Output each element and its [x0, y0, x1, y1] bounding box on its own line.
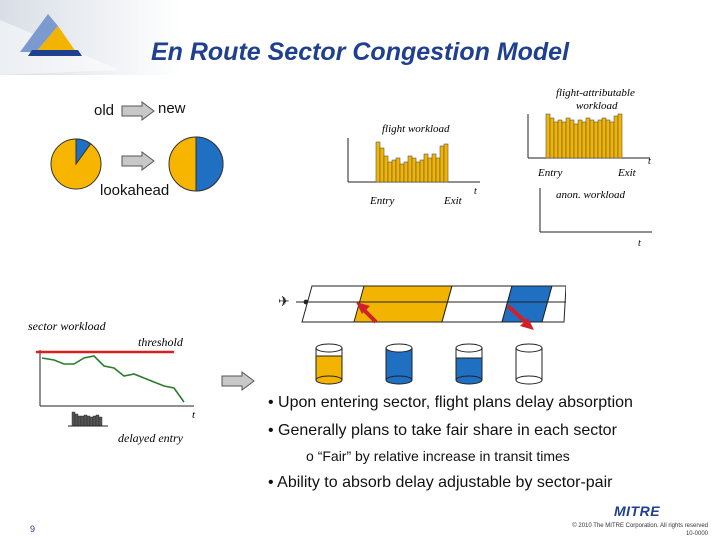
- attributable-bar: [606, 120, 610, 158]
- workload-bar: [384, 156, 388, 182]
- attributable-bar: [578, 120, 582, 158]
- anon-workload-chart: anon. workload t: [530, 184, 660, 250]
- sub-bullet: o “Fair” by relative increase in transit…: [306, 448, 570, 464]
- sector-workload-chart: sector workload threshold t delayed entr…: [24, 316, 224, 446]
- sector-workload-title: sector workload: [28, 319, 107, 333]
- workload-bar: [420, 160, 424, 182]
- flight-workload-title: flight workload: [382, 123, 450, 135]
- old-new-arrow: [120, 100, 160, 122]
- flight-workload-t-label: t: [474, 186, 477, 197]
- attributable-bar: [618, 114, 622, 158]
- attributable-bar: [546, 114, 550, 158]
- attributable-bar: [554, 122, 558, 158]
- workload-bar: [432, 154, 436, 182]
- lookahead-label: lookahead: [100, 182, 169, 199]
- attributable-bar: [586, 118, 590, 158]
- new-pie-chart: [166, 134, 226, 194]
- workload-bar: [400, 164, 404, 182]
- threshold-label: threshold: [138, 335, 184, 349]
- attributable-bar: [594, 122, 598, 158]
- attributable-bar: [558, 120, 562, 158]
- attributable-bar: [562, 122, 566, 158]
- new-label: new: [158, 100, 186, 117]
- anon-workload-t-label: t: [638, 238, 641, 249]
- flight-attributable-title-2: workload: [576, 100, 618, 112]
- attributable-bar: [614, 116, 618, 158]
- sector-workload-t-label: t: [192, 409, 196, 421]
- bullet-1-text: Upon entering sector, flight plans delay…: [278, 394, 633, 411]
- workload-bar: [404, 162, 408, 182]
- slide-title: En Route Sector Congestion Model: [0, 38, 720, 67]
- page-number: 9: [30, 524, 35, 534]
- mitre-logo: MITRE: [614, 503, 660, 519]
- buffer-tube-empty: [516, 344, 542, 384]
- workload-bar: [380, 148, 384, 182]
- workload-bar: [424, 154, 428, 182]
- sector-route-diagram: ✈: [276, 282, 566, 392]
- attributable-bar: [566, 118, 570, 158]
- workload-bar: [428, 158, 432, 182]
- workload-bar: [444, 144, 448, 182]
- sector-workload-line: [42, 356, 184, 402]
- workload-bar: [388, 162, 392, 182]
- flight-attributable-chart: flight-attributable workload Entry Exit …: [520, 84, 670, 184]
- sub-bullet-marker: o: [306, 448, 318, 464]
- workload-bar: [416, 162, 420, 182]
- anon-workload-title: anon. workload: [556, 189, 626, 201]
- flight-attributable-entry-label: Entry: [537, 167, 563, 179]
- bullet-3-text: Ability to absorb delay adjustable by se…: [277, 474, 612, 491]
- buffer-tube-blue-half: [456, 344, 482, 384]
- workload-bar: [436, 158, 440, 182]
- bullet-1: • Upon entering sector, flight plans del…: [268, 394, 633, 412]
- pie-transition-arrow: [120, 150, 160, 172]
- new-pie-blue-slice: [196, 137, 223, 191]
- attributable-bar: [582, 122, 586, 158]
- sub-bullet-text: “Fair” by relative increase in transit t…: [318, 448, 570, 464]
- attributable-bar: [550, 118, 554, 158]
- workload-bar: [392, 160, 396, 182]
- sector-to-bullets-arrow: [220, 370, 260, 392]
- delayed-entry-bars: [68, 412, 108, 426]
- flight-attributable-t-label: t: [648, 156, 651, 167]
- workload-bar: [440, 146, 444, 182]
- attributable-bar: [574, 124, 578, 158]
- old-pie-chart: [48, 136, 108, 192]
- attributable-bar: [598, 120, 602, 158]
- workload-bar: [412, 158, 416, 182]
- flight-workload-chart: flight workload Entry Exit t: [340, 118, 510, 218]
- case-number: 10-0000: [572, 530, 708, 538]
- attributable-bar: [570, 120, 574, 158]
- buffer-tube-yellow: [316, 344, 342, 384]
- flight-workload-exit-label: Exit: [443, 195, 463, 207]
- bullet-2-text: Generally plans to take fair share in ea…: [278, 422, 617, 439]
- buffer-tube-blue-full: [386, 344, 412, 384]
- copyright-notice: © 2010 The MITRE Corporation. All rights…: [572, 522, 708, 538]
- attributable-bar: [602, 118, 606, 158]
- workload-bar: [376, 142, 380, 182]
- copyright-text: © 2010 The MITRE Corporation. All rights…: [572, 522, 708, 530]
- flight-attributable-title-1: flight-attributable: [556, 87, 635, 99]
- flight-attributable-exit-label: Exit: [617, 167, 637, 179]
- bullet-2: • Generally plans to take fair share in …: [268, 422, 617, 440]
- attributable-bar: [590, 120, 594, 158]
- bullet-3-marker: •: [268, 474, 277, 491]
- workload-bar: [408, 156, 412, 182]
- sector-cell: [442, 286, 512, 322]
- flight-workload-entry-label: Entry: [369, 195, 395, 207]
- workload-bar: [396, 158, 400, 182]
- old-label: old: [94, 102, 114, 119]
- bullet-1-marker: •: [268, 394, 278, 411]
- bullet-2-marker: •: [268, 422, 278, 439]
- attributable-bar: [610, 122, 614, 158]
- aircraft-icon: ✈: [278, 295, 290, 310]
- bullet-3: • Ability to absorb delay adjustable by …: [268, 474, 612, 492]
- delayed-entry-label: delayed entry: [118, 431, 184, 445]
